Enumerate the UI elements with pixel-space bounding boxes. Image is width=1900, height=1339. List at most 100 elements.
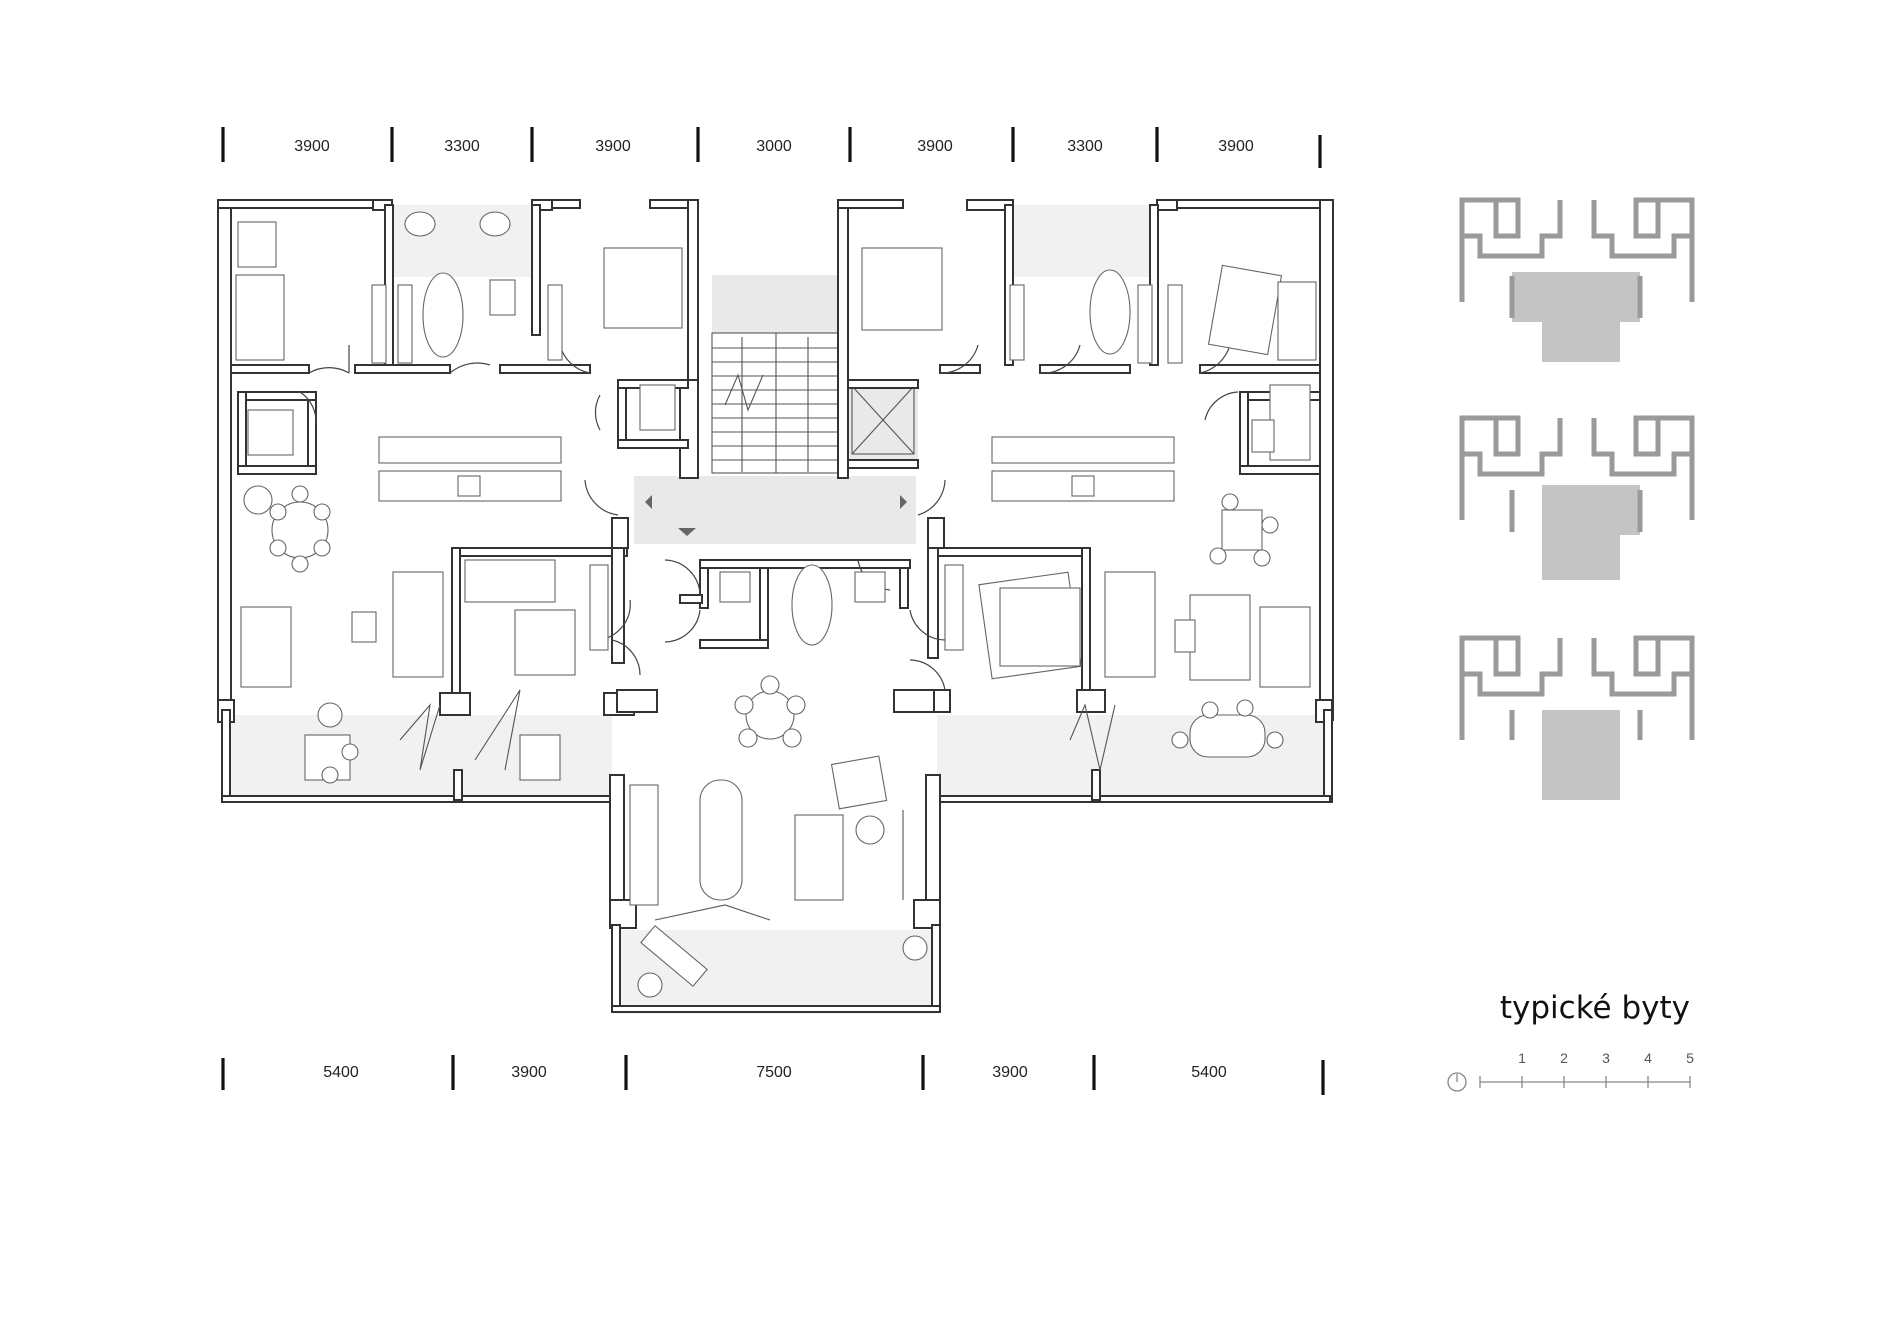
dim-label-bottom: 7500 bbox=[756, 1064, 792, 1081]
kitchen-island bbox=[699, 779, 743, 901]
plan-title: typické byty bbox=[1500, 990, 1690, 1026]
wardrobe bbox=[1167, 284, 1183, 364]
kitchen-upper bbox=[378, 436, 562, 464]
stair-upper-landing bbox=[712, 275, 840, 333]
wardrobe bbox=[589, 564, 609, 651]
arrow-down-icon bbox=[678, 528, 696, 536]
chair bbox=[269, 539, 287, 557]
arrow-left-icon bbox=[645, 495, 652, 509]
key-plan-2 bbox=[1459, 415, 1695, 580]
dim-label-top: 3000 bbox=[756, 138, 792, 155]
outdoor-chair bbox=[1201, 701, 1219, 719]
wardrobe bbox=[371, 284, 387, 364]
bathtub bbox=[1089, 269, 1131, 355]
scale-label: 5 bbox=[1686, 1050, 1694, 1066]
dining-table bbox=[1221, 509, 1263, 551]
outdoor-chair bbox=[1236, 699, 1254, 717]
cooktop bbox=[457, 475, 481, 497]
bed bbox=[235, 274, 285, 361]
chair bbox=[1261, 516, 1279, 534]
coffee-table bbox=[351, 611, 377, 643]
double-bed bbox=[861, 247, 943, 331]
key-plan-3 bbox=[1459, 635, 1695, 800]
balcony-center-right bbox=[937, 715, 1094, 800]
scale-label: 2 bbox=[1560, 1050, 1568, 1066]
chair bbox=[291, 485, 309, 503]
outdoor-chair bbox=[317, 702, 343, 728]
outdoor-chair bbox=[1171, 731, 1189, 749]
double-bed bbox=[603, 247, 683, 329]
desk bbox=[237, 221, 277, 268]
bottom-dimension-line: 5400 3900 7500 3900 5400 bbox=[221, 1055, 1325, 1095]
chair bbox=[1221, 493, 1239, 511]
dim-label-top: 3900 bbox=[917, 138, 953, 155]
chair bbox=[1253, 549, 1271, 567]
washbasin bbox=[489, 279, 516, 316]
sofa bbox=[392, 571, 444, 678]
rug bbox=[1207, 264, 1283, 356]
kitchen-upper bbox=[991, 436, 1175, 464]
sofa bbox=[1104, 571, 1156, 678]
dim-label-top: 3300 bbox=[444, 138, 480, 155]
lounger bbox=[640, 924, 708, 988]
bed bbox=[514, 609, 576, 676]
wardrobe bbox=[1009, 284, 1025, 361]
chair bbox=[760, 675, 780, 695]
scale-bar: 1 2 3 4 5 bbox=[1447, 1050, 1694, 1092]
outdoor-chair bbox=[321, 766, 339, 784]
wardrobe bbox=[397, 284, 413, 364]
wardrobe bbox=[944, 564, 964, 651]
scale-label: 3 bbox=[1602, 1050, 1610, 1066]
scale-label: 4 bbox=[1644, 1050, 1652, 1066]
top-dimension-line: 3900 3300 3900 3000 3900 3300 3900 bbox=[221, 127, 1322, 168]
furniture-left-wing bbox=[235, 211, 683, 784]
wc bbox=[639, 384, 676, 431]
desk bbox=[1277, 281, 1317, 361]
dim-label-top: 3300 bbox=[1067, 138, 1103, 155]
dining-table-outdoor bbox=[1189, 714, 1266, 758]
walls-center-unit bbox=[609, 559, 941, 1013]
outdoor-chair bbox=[341, 743, 359, 761]
double-bed bbox=[999, 587, 1081, 667]
outdoor-chair bbox=[1266, 731, 1284, 749]
washbasin bbox=[719, 571, 751, 603]
dim-label-bottom: 5400 bbox=[1191, 1064, 1227, 1081]
corridor-landing bbox=[634, 476, 916, 544]
dim-label-top: 3900 bbox=[595, 138, 631, 155]
walls-left-wing bbox=[217, 199, 699, 803]
plant bbox=[637, 972, 663, 998]
chair bbox=[786, 695, 806, 715]
bathroom-tint-right bbox=[1013, 205, 1157, 277]
lounger bbox=[519, 734, 561, 781]
bathtub bbox=[791, 564, 833, 646]
floor-plan bbox=[217, 199, 1334, 1014]
armchair bbox=[830, 755, 888, 810]
dim-label-top: 3900 bbox=[1218, 138, 1254, 155]
key-plan-1 bbox=[1459, 197, 1695, 362]
plant bbox=[902, 935, 928, 961]
chair bbox=[734, 695, 754, 715]
chair bbox=[782, 728, 802, 748]
wardrobe bbox=[547, 284, 563, 361]
scale-label: 1 bbox=[1518, 1050, 1526, 1066]
sofa bbox=[240, 606, 292, 688]
arrow-right-icon bbox=[900, 495, 907, 509]
wc-bowl bbox=[479, 211, 511, 237]
chair bbox=[269, 503, 287, 521]
armchair bbox=[247, 409, 294, 456]
shower bbox=[1269, 384, 1311, 461]
cooktop bbox=[1071, 475, 1095, 497]
dim-label-bottom: 5400 bbox=[323, 1064, 359, 1081]
wc bbox=[1251, 419, 1275, 453]
wc-bowl bbox=[404, 211, 436, 237]
bathtub bbox=[422, 272, 464, 358]
coffee-table bbox=[1174, 619, 1196, 653]
kitchen-counter bbox=[629, 784, 659, 906]
chair bbox=[313, 503, 331, 521]
staircase bbox=[711, 332, 841, 474]
washbasin bbox=[854, 571, 886, 603]
rug bbox=[1189, 594, 1251, 681]
dim-label-bottom: 3900 bbox=[992, 1064, 1028, 1081]
dim-label-top: 3900 bbox=[294, 138, 330, 155]
